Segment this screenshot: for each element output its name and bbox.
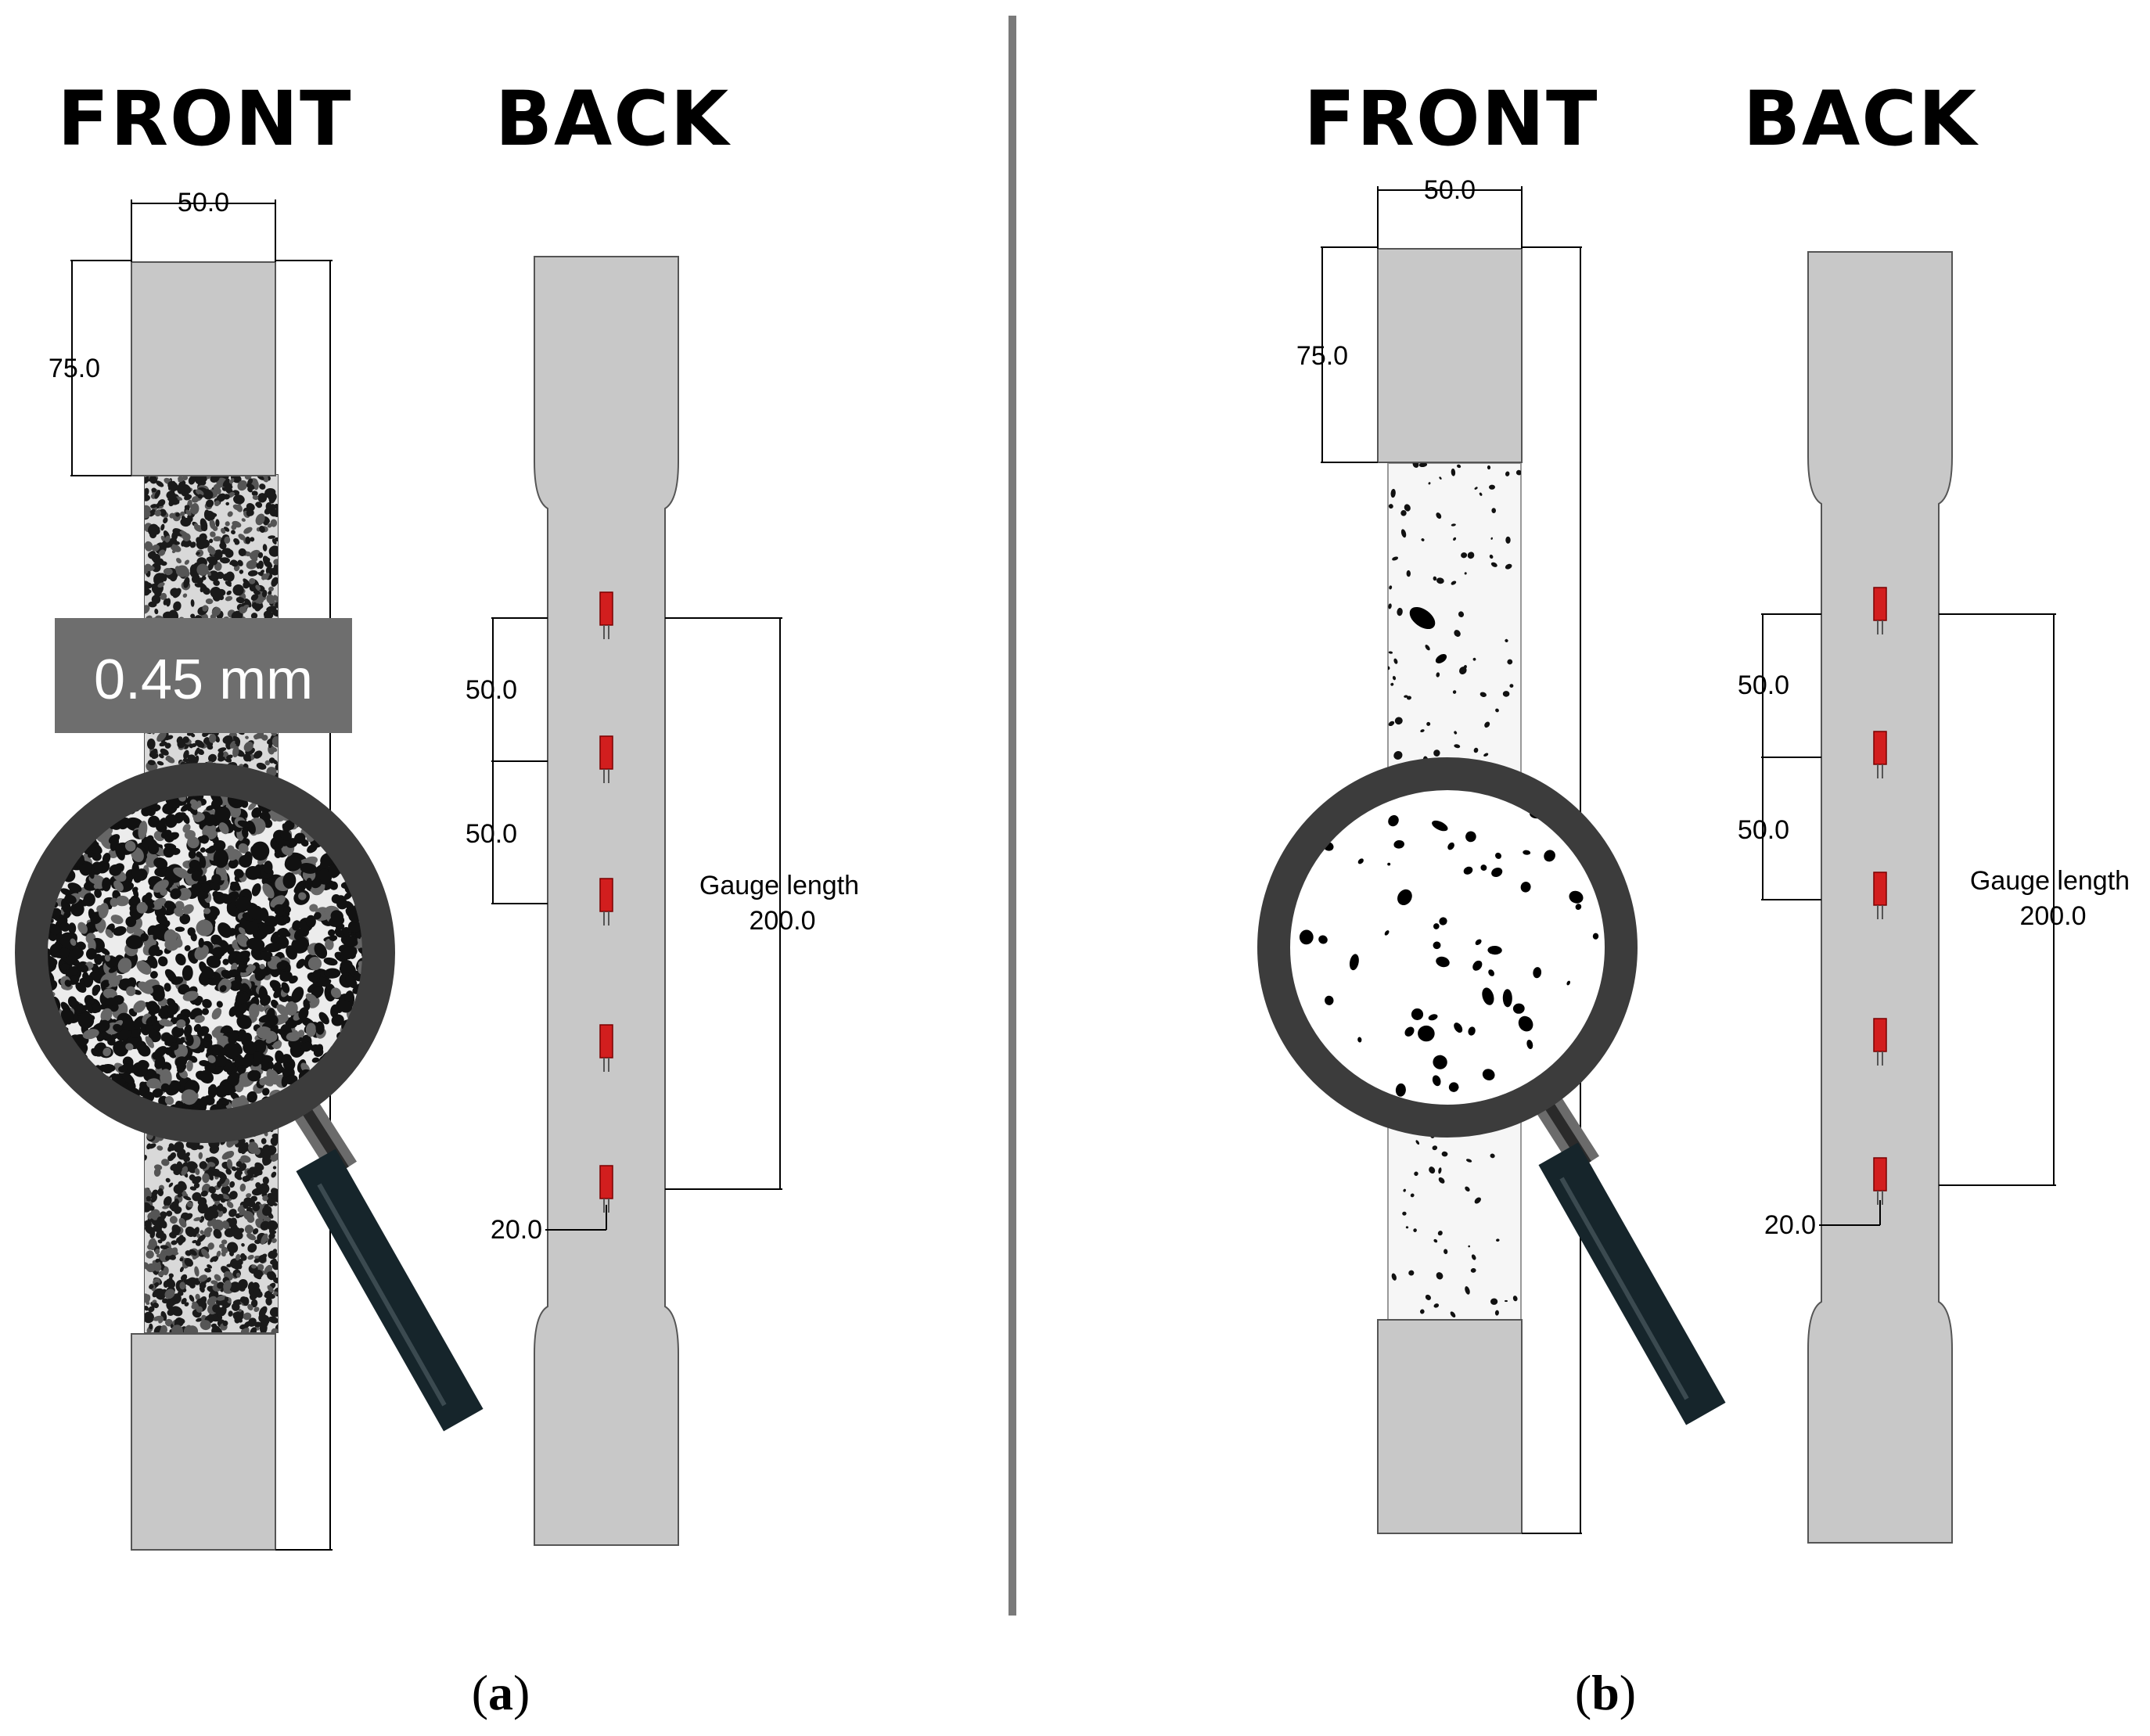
gauge-spacing-2: 50.0 — [1738, 815, 1789, 845]
caption-b: (b) — [1575, 1665, 1636, 1720]
strain-gauge-icon — [599, 1165, 613, 1199]
tab-width-label: 50.0 — [178, 188, 229, 217]
back-heading: BACK — [495, 75, 732, 163]
strain-gauge-icon — [599, 878, 613, 912]
bottom-tab — [131, 1333, 276, 1551]
panel-a: FRONT BACK 50.0 75.0 0.45 mm — [15, 75, 859, 1720]
top-tab — [131, 261, 276, 476]
panel-b: FRONT BACK 50.0 75.0 — [1257, 75, 2130, 1720]
strain-gauge-icon — [599, 735, 613, 770]
strain-gauge-icon — [1873, 731, 1887, 765]
strain-gauge-icon — [599, 591, 613, 626]
gauge-length-label: Gauge length — [1970, 866, 2130, 896]
top-tab — [1377, 248, 1523, 463]
tab-length-label: 75.0 — [1296, 341, 1348, 371]
magnifying-glass-icon — [15, 763, 484, 1432]
strain-gauge-icon — [1873, 1157, 1887, 1191]
front-heading: FRONT — [58, 75, 353, 163]
gauge-length-value: 200.0 — [2019, 901, 2086, 931]
gauge-spacing-1: 50.0 — [466, 675, 517, 705]
gauge-offset-label: 20.0 — [491, 1215, 542, 1245]
thickness-callout: 0.45 mm — [55, 618, 352, 733]
tab-width-label: 50.0 — [1424, 175, 1476, 205]
svg-text:(b): (b) — [1575, 1665, 1636, 1720]
back-dimensions: 50.0 50.0 Gauge length 200.0 20.0 — [466, 617, 859, 1245]
gauge-length-label: Gauge length — [699, 871, 859, 900]
back-heading: BACK — [1743, 75, 1979, 163]
strain-gauge-icon — [1873, 1018, 1887, 1052]
gauge-spacing-2: 50.0 — [466, 819, 517, 849]
strain-gauges — [599, 591, 613, 1213]
thickness-label: 0.45 mm — [94, 649, 313, 711]
strain-gauge-icon — [1873, 587, 1887, 621]
caption-a: (a) — [472, 1665, 530, 1720]
strain-gauge-icon — [1873, 872, 1887, 906]
gauge-offset-label: 20.0 — [1764, 1210, 1816, 1240]
svg-text:(a): (a) — [472, 1665, 530, 1720]
tab-length-label: 75.0 — [49, 354, 100, 383]
strain-gauges — [1873, 587, 1887, 1205]
back-dimensions: 50.0 50.0 Gauge length 200.0 20.0 — [1738, 613, 2130, 1240]
front-heading: FRONT — [1304, 75, 1599, 163]
gauge-spacing-1: 50.0 — [1738, 670, 1789, 700]
strain-gauge-icon — [599, 1024, 613, 1058]
magnifying-glass-icon — [1257, 757, 1726, 1425]
bottom-tab — [1377, 1319, 1523, 1534]
gauge-length-value: 200.0 — [749, 906, 815, 936]
